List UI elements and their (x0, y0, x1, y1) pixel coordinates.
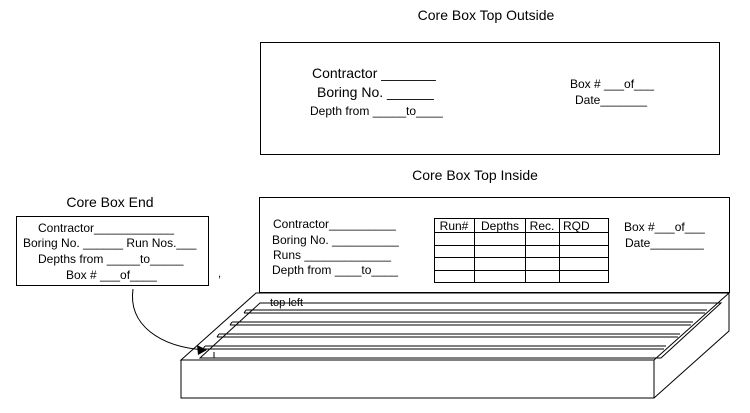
end-heading: Core Box End (66, 194, 153, 210)
table-header-depths: Depths (481, 219, 519, 233)
arrow-curve (132, 288, 206, 351)
tray-front-face (180, 360, 655, 399)
top-inside-box-number: Box #___of___ (624, 220, 705, 234)
arrowhead (197, 345, 207, 355)
run-log-table-border (434, 218, 609, 283)
tray-divider (203, 345, 666, 350)
tray-top-left-label: top left (270, 297, 303, 309)
end-depths: Depths from _____to_____ (38, 252, 184, 266)
top-outside-date: Date_______ (575, 93, 647, 107)
tray-right-face (653, 293, 730, 399)
table-header-rec: Rec. (530, 219, 555, 233)
tray-divider (230, 321, 693, 326)
top-inside-depth: Depth from ____to____ (272, 263, 398, 277)
end-contractor: Contractor____________ (38, 221, 174, 235)
top-outside-heading: Core Box Top Outside (418, 7, 555, 23)
core-box-tray: top left (179, 292, 731, 399)
end-box-number: Box # ___of____ (66, 268, 157, 282)
tray-divider (217, 333, 680, 338)
table-header-rqd: RQD (563, 219, 590, 233)
top-outside-depth: Depth from _____to____ (310, 104, 443, 118)
top-outside-box-number: Box # ___of___ (570, 77, 654, 91)
end-label-panel (16, 216, 209, 286)
top-inside-date: Date________ (625, 236, 704, 250)
pointer-arrow (132, 288, 207, 355)
run-log-table: Run# Depths Rec. RQD (434, 218, 609, 283)
table-header-run: Run# (440, 219, 469, 233)
top-outside-boring-no: Boring No. ______ (317, 84, 434, 100)
top-outside-panel (260, 42, 720, 155)
top-inside-contractor: Contractor__________ (273, 217, 396, 231)
top-inside-heading: Core Box Top Inside (412, 167, 538, 183)
top-inside-runs: Runs _____________ (273, 248, 391, 262)
top-inside-boring-no: Boring No. __________ (272, 233, 399, 247)
top-outside-contractor: Contractor _______ (312, 65, 436, 81)
tray-inner-opening (198, 302, 723, 359)
tray-divider (244, 309, 707, 314)
stray-mark: , (218, 268, 221, 280)
tray-divider-ends (202, 309, 247, 350)
end-boring-run-nos: Boring No. ______ Run Nos.___ (23, 236, 197, 250)
